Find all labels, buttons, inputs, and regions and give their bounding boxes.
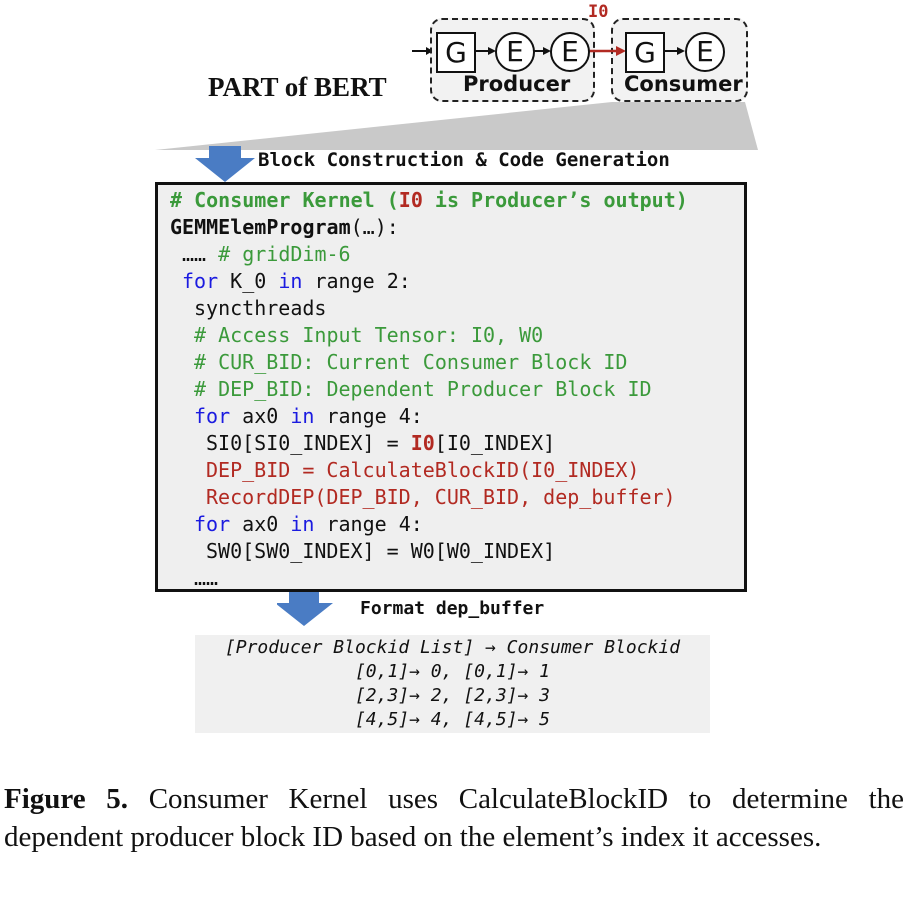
- code-line: RecordDEP(DEP_BID, CUR_BID, dep_buffer): [206, 484, 676, 511]
- code-token: GEMMElemProgram: [170, 215, 351, 239]
- figure-caption: Figure 5. Consumer Kernel uses Calculate…: [4, 780, 904, 856]
- code-token: K_0: [218, 269, 279, 293]
- caption-text: Consumer Kernel uses CalculateBlockID to…: [4, 783, 904, 853]
- code-token: I0: [410, 431, 435, 455]
- code-token: SI0[SI0_INDEX] =: [206, 431, 411, 455]
- code-token: for: [182, 269, 219, 293]
- code-token: # Consumer Kernel (: [170, 188, 399, 212]
- code-token: [I0_INDEX]: [434, 431, 556, 455]
- code-token: # DEP_BID: Dependent Producer Block ID: [194, 377, 652, 401]
- code-token: in: [278, 269, 303, 293]
- code-line: # CUR_BID: Current Consumer Block ID: [194, 349, 627, 376]
- code-line: SW0[SW0_INDEX] = W0[W0_INDEX]: [206, 538, 555, 565]
- code-line: for ax0 in range 4:: [194, 403, 423, 430]
- dep-buffer-row: [2,3]→ 2, [2,3]→ 3: [354, 685, 551, 706]
- producer-gemm-node: G: [436, 32, 476, 73]
- code-line: …… # gridDim-6: [182, 241, 351, 268]
- code-token: SW0[SW0_INDEX] = W0[W0_INDEX]: [206, 539, 556, 563]
- code-token: ……: [194, 566, 219, 590]
- dep-buffer-row: [4,5]→ 4, [4,5]→ 5: [354, 709, 551, 730]
- down-arrow-icon: [277, 592, 333, 626]
- code-token: # gridDim-6: [218, 242, 351, 266]
- code-token: is Producer’s output): [422, 188, 688, 212]
- code-line: syncthreads: [194, 295, 326, 322]
- producer-label: Producer: [463, 72, 571, 96]
- code-token: RecordDEP(DEP_BID, CUR_BID, dep_buffer): [206, 485, 676, 509]
- code-line: # Access Input Tensor: I0, W0: [194, 322, 543, 349]
- producer-elem-node-1: E: [495, 32, 535, 72]
- code-line: DEP_BID = CalculateBlockID(I0_INDEX): [206, 457, 639, 484]
- step-label-format: Format dep_buffer: [360, 598, 545, 619]
- dep-buffer-table: [Producer Blockid List] → Consumer Block…: [195, 635, 710, 733]
- code-token: # Access Input Tensor: I0, W0: [194, 323, 544, 347]
- code-line: GEMMElemProgram(…):: [170, 214, 399, 241]
- code-line: SI0[SI0_INDEX] = I0[I0_INDEX]: [206, 430, 555, 457]
- edge-label-i0: I0: [588, 2, 609, 22]
- code-line: # DEP_BID: Dependent Producer Block ID: [194, 376, 652, 403]
- code-token: ax0: [230, 404, 291, 428]
- diagram-shapes: [155, 47, 758, 150]
- step-label-codegen: Block Construction & Code Generation: [258, 149, 670, 171]
- caption-label: Figure 5.: [4, 783, 129, 815]
- code-token: DEP_BID = CalculateBlockID(I0_INDEX): [206, 458, 640, 482]
- code-line: ……: [194, 565, 218, 592]
- dep-buffer-row: [0,1]→ 0, [0,1]→ 1: [354, 661, 551, 682]
- zoom-wedge: [155, 102, 758, 150]
- dep-buffer-header: [Producer Blockid List] → Consumer Block…: [224, 637, 681, 658]
- code-token: ……: [182, 242, 219, 266]
- code-token: range 2:: [302, 269, 411, 293]
- code-token: range 4:: [314, 404, 423, 428]
- code-line: for K_0 in range 2:: [182, 268, 411, 295]
- code-line: # Consumer Kernel (I0 is Producer’s outp…: [170, 187, 688, 214]
- code-token: syncthreads: [194, 296, 327, 320]
- consumer-label: Consumer: [624, 72, 743, 96]
- code-token: I0: [398, 188, 423, 212]
- diagram-title: PART of BERT: [208, 72, 387, 102]
- code-token: in: [290, 404, 315, 428]
- code-token: range 4:: [314, 512, 423, 536]
- producer-elem-node-2: E: [550, 32, 590, 72]
- consumer-elem-node: E: [685, 32, 725, 72]
- code-token: for: [194, 404, 231, 428]
- code-token: in: [290, 512, 315, 536]
- down-arrow-icon: [195, 146, 255, 182]
- code-line: for ax0 in range 4:: [194, 511, 423, 538]
- code-token: (…):: [350, 215, 399, 239]
- code-block: # Consumer Kernel (I0 is Producer’s outp…: [155, 182, 747, 592]
- consumer-gemm-node: G: [625, 32, 665, 73]
- code-token: for: [194, 512, 231, 536]
- code-token: ax0: [230, 512, 291, 536]
- code-token: # CUR_BID: Current Consumer Block ID: [194, 350, 628, 374]
